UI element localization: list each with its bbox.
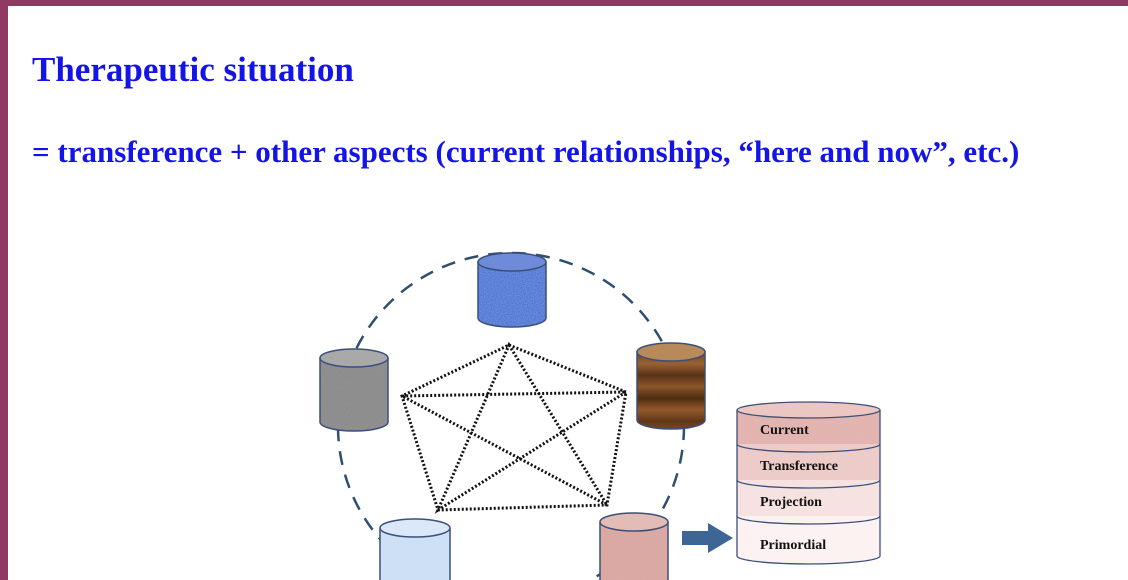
slide-subtitle: = transference + other aspects (current … [32,134,1020,169]
dotted-connections [396,341,632,514]
pink-cylinder [599,512,669,580]
layer-label-current: Current [760,423,809,438]
layer-label-transference: Transference [760,459,838,474]
slide-top-border [0,0,1128,6]
gray-cylinder [319,348,389,432]
layer-stack: Current Transference Projection Primordi… [736,401,881,565]
slide-title: Therapeutic situation [32,50,354,89]
light-blue-cylinder [379,518,451,580]
layer-label-primordial: Primordial [760,538,826,553]
blue-cylinder [477,252,547,328]
arrow-right-icon [682,523,733,553]
slide-left-border [0,0,8,580]
layer-label-projection: Projection [760,495,822,510]
wood-cylinder [636,342,706,430]
